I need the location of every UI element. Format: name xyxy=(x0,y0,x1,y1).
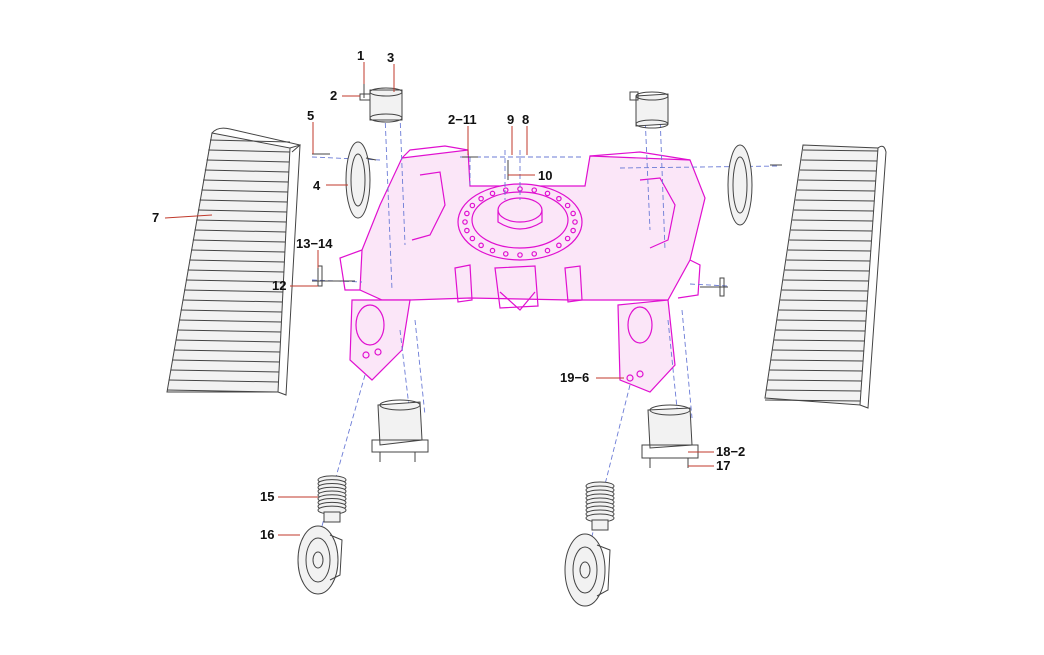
recoil-spring-left xyxy=(317,475,347,523)
callout-leaders xyxy=(164,62,714,536)
left-track-chain xyxy=(166,127,302,396)
callout-1: 1 xyxy=(357,48,364,63)
right-track-chain xyxy=(764,144,887,409)
track-roller-right xyxy=(641,404,699,468)
carrier-roller-right xyxy=(629,91,669,129)
pins xyxy=(312,153,782,297)
callout-4: 4 xyxy=(313,178,321,193)
callout-8: 8 xyxy=(522,112,529,127)
callout-19-6: 19−6 xyxy=(560,370,589,385)
callout-10: 10 xyxy=(538,168,552,183)
sprocket-right xyxy=(727,144,753,226)
callout-3: 3 xyxy=(387,50,394,65)
callout-12: 12 xyxy=(272,278,286,293)
carrier-roller-left xyxy=(359,84,403,123)
idler-left xyxy=(297,525,343,595)
callout-18-2: 18−2 xyxy=(716,444,745,459)
callout-17: 17 xyxy=(716,458,730,473)
idler-right xyxy=(564,533,611,607)
carbody-frame xyxy=(339,145,706,393)
callout-16: 16 xyxy=(260,527,274,542)
track-roller-left xyxy=(371,399,429,462)
callout-7: 7 xyxy=(152,210,159,225)
callout-2-11: 2−11 xyxy=(448,112,477,127)
recoil-spring-right xyxy=(585,481,615,531)
assembly-centerlines xyxy=(311,114,781,553)
callout-5: 5 xyxy=(307,108,314,123)
callout-9: 9 xyxy=(507,112,514,127)
callout-labels: 1 2 3 5 4 7 2−11 9 8 10 13−14 12 19−6 18… xyxy=(152,48,745,542)
sprocket-left xyxy=(345,141,377,219)
callout-13-14: 13−14 xyxy=(296,236,333,251)
callout-2: 2 xyxy=(330,88,337,103)
callout-15: 15 xyxy=(260,489,274,504)
